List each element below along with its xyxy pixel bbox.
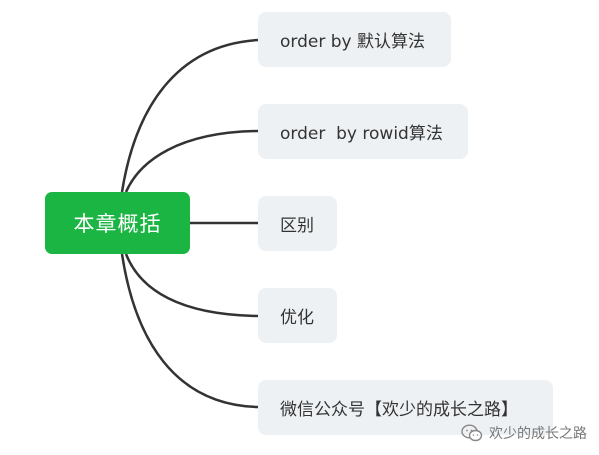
child-node-label: 区别	[280, 216, 314, 236]
child-node-label: 优化	[280, 308, 314, 328]
wechat-icon	[461, 424, 483, 442]
watermark-text: 欢少的成长之路	[489, 426, 587, 442]
connector-5	[120, 253, 259, 409]
child-node-difference: 区别	[258, 196, 337, 251]
watermark: 欢少的成长之路	[461, 423, 587, 443]
connector-4	[124, 253, 259, 318]
child-node-wechat-account: 微信公众号【欢少的成长之路】	[258, 380, 553, 435]
connector-2	[124, 129, 259, 193]
root-node-label: 本章概括	[73, 212, 162, 236]
connector-1	[120, 38, 259, 193]
child-node-order-by-rowid: order by rowid算法	[258, 104, 468, 159]
child-node-label: 微信公众号【欢少的成长之路】	[280, 400, 518, 420]
child-node-order-by-default: order by 默认算法	[258, 12, 451, 67]
child-node-label: order by rowid算法	[280, 124, 443, 144]
root-node: 本章概括	[45, 192, 190, 254]
child-node-label: order by 默认算法	[280, 32, 425, 52]
child-node-optimization: 优化	[258, 288, 337, 343]
